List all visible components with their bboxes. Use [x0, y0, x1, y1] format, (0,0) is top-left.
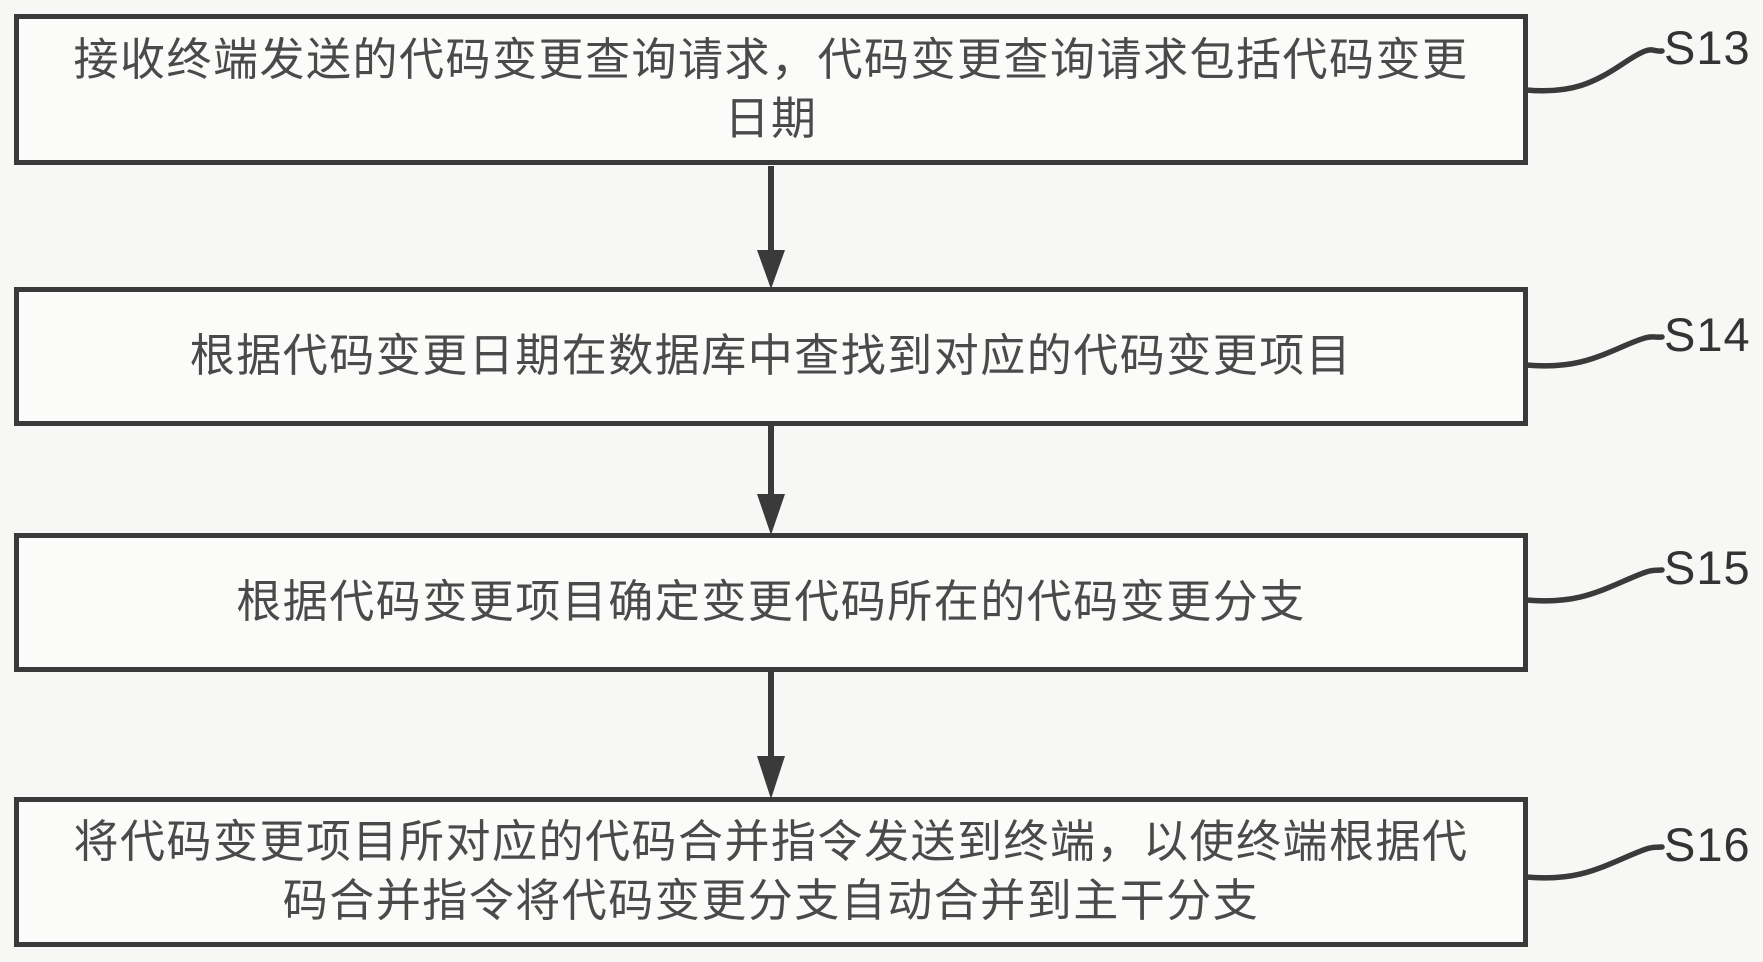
flow-box-s13-line-2: 日期 — [724, 93, 818, 144]
down-arrow-icon-2 — [757, 425, 785, 535]
step-connector-line-s15 — [1523, 567, 1665, 604]
flow-box-s13: 接收终端发送的代码变更查询请求，代码变更查询请求包括代码变更 日期 — [14, 14, 1528, 165]
flow-box-s16-line-2: 码合并指令将代码变更分支自动合并到主干分支 — [282, 876, 1260, 926]
step-label-s16: S16 — [1664, 818, 1751, 871]
down-arrow-icon-3 — [757, 671, 785, 799]
down-arrow-icon-1 — [757, 166, 785, 289]
step-label-s13: S13 — [1664, 21, 1751, 74]
flow-box-s15: 根据代码变更项目确定变更代码所在的代码变更分支 — [14, 533, 1528, 672]
flow-box-s16: 将代码变更项目所对应的代码合并指令发送到终端，以使终端根据代 码合并指令将代码变… — [14, 797, 1528, 947]
step-connector-line-s16 — [1523, 844, 1665, 881]
step-connector-line-s13 — [1523, 47, 1665, 94]
flow-box-s16-line-1: 将代码变更项目所对应的代码合并指令发送到终端，以使终端根据代 — [73, 817, 1469, 867]
step-label-s15: S15 — [1664, 541, 1751, 594]
flow-box-s14-line-1: 根据代码变更日期在数据库中查找到对应的代码变更项目 — [189, 331, 1353, 381]
step-label-s14: S14 — [1664, 308, 1751, 361]
flow-box-s14: 根据代码变更日期在数据库中查找到对应的代码变更项目 — [14, 287, 1528, 426]
step-connector-line-s14 — [1523, 334, 1665, 369]
flow-box-s15-line-1: 根据代码变更项目确定变更代码所在的代码变更分支 — [236, 577, 1306, 627]
flow-box-s13-line-1: 接收终端发送的代码变更查询请求，代码变更查询请求包括代码变更 — [73, 34, 1469, 85]
